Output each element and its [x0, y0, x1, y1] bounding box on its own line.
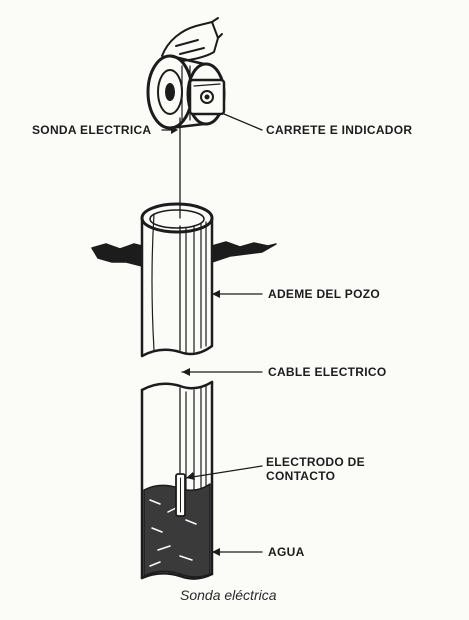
label-electrode-line2: CONTACTO	[266, 469, 336, 483]
contact-electrode-icon	[175, 473, 186, 517]
leader-arrowheads	[171, 126, 220, 556]
ground-surface	[91, 241, 277, 267]
lower-casing	[140, 380, 214, 580]
leader-lines	[161, 113, 263, 553]
label-reel: CARRETE E INDICADOR	[266, 123, 413, 137]
label-casing: ADEME DEL POZO	[268, 287, 380, 301]
label-electrode-line1: ELECTRODO DE	[266, 455, 365, 469]
label-probe: SONDA ELECTRICA	[32, 123, 152, 137]
reel-icon	[146, 54, 226, 130]
label-cable: CABLE ELECTRICO	[268, 365, 387, 379]
water-column	[143, 483, 211, 578]
upper-casing	[140, 202, 214, 358]
figure-caption: Sonda eléctrica	[180, 587, 277, 603]
label-water: AGUA	[268, 545, 305, 559]
